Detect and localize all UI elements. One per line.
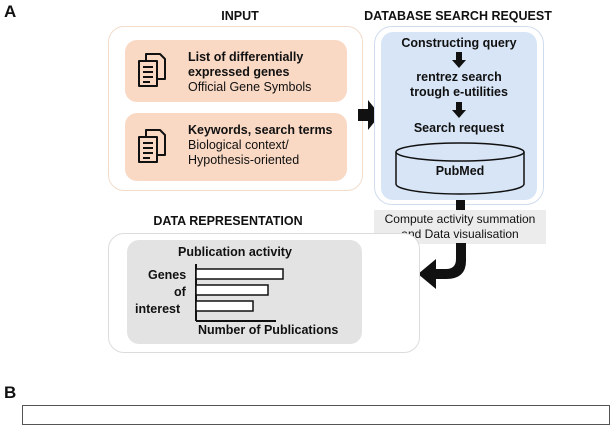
compute-line1: Compute activity summation bbox=[384, 212, 536, 226]
gene-list-card: List of differentially expressed genes O… bbox=[125, 40, 347, 102]
genes-label-line2: of bbox=[174, 285, 186, 299]
publication-activity-title: Publication activity bbox=[178, 245, 292, 259]
search-request-step: Search request bbox=[413, 121, 505, 135]
right-arrow-icon bbox=[358, 100, 380, 135]
document-icon bbox=[138, 53, 166, 92]
constructing-query-step: Constructing query bbox=[401, 36, 517, 50]
representation-heading: DATA REPRESENTATION bbox=[153, 214, 303, 228]
panel-b-label: B bbox=[4, 383, 17, 402]
database-heading: DATABASE SEARCH REQUEST bbox=[364, 9, 552, 23]
keywords-subtitle-line1: Biological context/ bbox=[188, 138, 289, 152]
rentrez-step-line2: trough e-utilities bbox=[410, 85, 508, 99]
input-heading: INPUT bbox=[221, 9, 259, 23]
bar-3 bbox=[195, 300, 254, 312]
gene-list-title-line1: List of differentially bbox=[188, 50, 304, 64]
panel-a-label: A bbox=[4, 2, 17, 21]
pubmed-label: PubMed bbox=[435, 164, 485, 178]
panel-b-frame bbox=[22, 405, 610, 425]
document-icon bbox=[138, 129, 166, 168]
compute-line2: and Data visualisation bbox=[401, 227, 519, 241]
database-cylinder-icon bbox=[395, 142, 525, 201]
genes-label-line3: interest bbox=[135, 302, 181, 316]
gene-list-title-line2: expressed genes bbox=[188, 65, 290, 79]
keywords-title: Keywords, search terms bbox=[188, 123, 333, 137]
keywords-subtitle-line2: Hypothesis-oriented bbox=[188, 153, 300, 167]
keywords-card: Keywords, search terms Biological contex… bbox=[125, 113, 347, 181]
number-of-publications-label: Number of Publications bbox=[198, 323, 339, 337]
down-arrow-icon bbox=[452, 102, 466, 123]
down-arrow-icon bbox=[452, 52, 466, 73]
compute-box: Compute activity summation and Data visu… bbox=[374, 210, 546, 244]
curved-arrow-icon bbox=[416, 243, 470, 296]
rentrez-step-line1: rentrez search bbox=[416, 70, 502, 84]
gene-list-subtitle: Official Gene Symbols bbox=[188, 80, 312, 94]
bar-2 bbox=[195, 284, 269, 296]
connector-bar bbox=[456, 200, 465, 212]
genes-label-line1: Genes bbox=[148, 268, 187, 282]
bar-chart-graphic bbox=[195, 264, 284, 322]
bar-1 bbox=[195, 268, 284, 280]
